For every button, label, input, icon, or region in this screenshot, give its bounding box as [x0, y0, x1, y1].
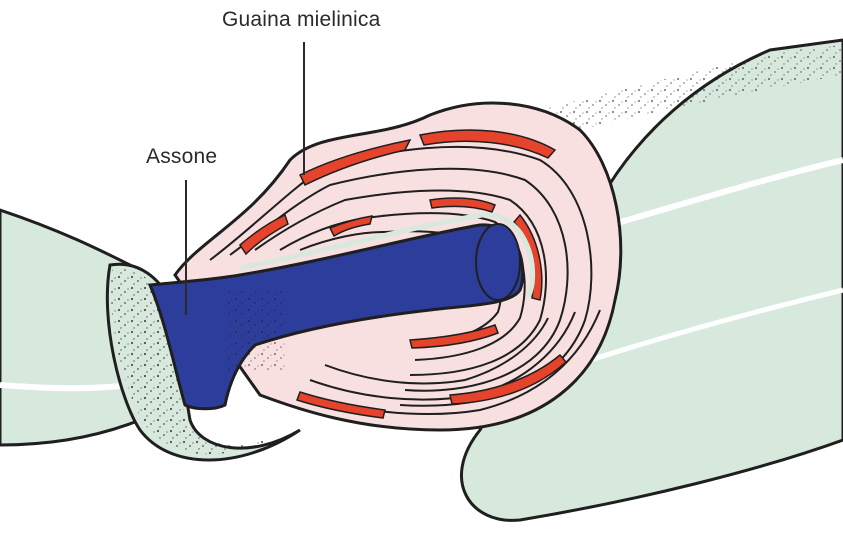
axon-label: Assone	[146, 145, 217, 169]
axon-tip	[476, 224, 520, 300]
axon-stipple	[225, 290, 285, 370]
myelin-sheath-label: Guaina mielinica	[222, 8, 380, 32]
left-stub-highlight	[0, 385, 120, 388]
